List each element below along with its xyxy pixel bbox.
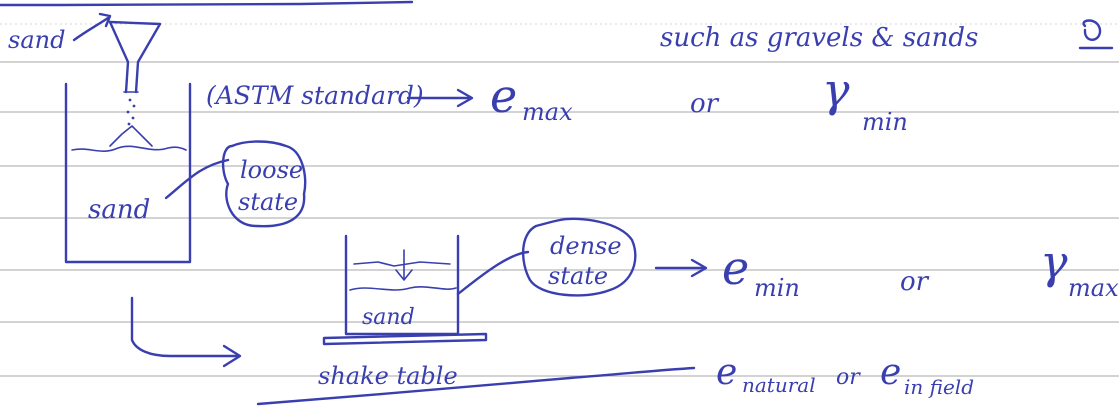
e-max-subscript: max	[522, 98, 573, 126]
e-infield-subscript: in field	[904, 375, 974, 399]
emin-arrow-head	[690, 258, 708, 278]
e-infield-symbol: e	[880, 352, 901, 393]
loose-jar-label: sand	[88, 195, 150, 225]
funnel-label: sand	[8, 26, 65, 54]
sand-heap	[109, 125, 153, 147]
shake-table-label: shake table	[318, 362, 458, 390]
gamma-min-symbol: γ	[822, 63, 850, 117]
dense-jar-label: sand	[362, 305, 415, 330]
dense-jar-top	[353, 261, 451, 267]
top-text: such as gravels & sands	[660, 23, 978, 53]
l-arrow-head	[222, 344, 242, 368]
cutoff-letter	[1082, 19, 1102, 41]
or-3: or	[836, 365, 861, 390]
gamma-max-symbol: γ	[1040, 235, 1068, 289]
or-2: or	[900, 267, 930, 297]
dense-leader	[456, 250, 530, 296]
ruled-lines	[0, 23, 1119, 377]
loose-jar	[64, 82, 192, 264]
compaction-arrow-head	[395, 269, 413, 281]
e-min-subscript: min	[754, 274, 800, 302]
e-min-symbol: e	[722, 241, 749, 295]
or-1: or	[690, 89, 720, 119]
e-natural-symbol: e	[716, 352, 737, 393]
e-max-symbol: e	[490, 69, 517, 123]
sand-surface	[71, 145, 187, 152]
dense-state-line1: dense	[550, 232, 622, 260]
l-arrow-shaft	[130, 296, 240, 358]
dense-sand-surface	[349, 286, 457, 291]
gamma-min-subscript: min	[862, 108, 908, 136]
dense-state-bubble	[521, 217, 637, 297]
loose-state-line2: state	[238, 188, 298, 216]
funnel-left	[108, 20, 130, 94]
falling-sand	[126, 98, 136, 126]
loose-state-bubble	[221, 140, 307, 228]
dense-state-line2: state	[548, 262, 608, 290]
shake-table-top	[322, 332, 488, 346]
funnel-arrow-head	[98, 12, 112, 28]
bottom-sweep-line	[256, 366, 696, 406]
dense-jar	[344, 234, 460, 336]
funnel-right	[108, 20, 162, 94]
gamma-max-subscript: max	[1068, 274, 1119, 302]
loose-leader	[164, 158, 230, 200]
astm-arrow-head	[456, 88, 474, 108]
astm-label: (ASTM standard)	[206, 81, 424, 110]
top-underline	[0, 0, 414, 7]
e-natural-subscript: natural	[742, 373, 816, 397]
loose-state-line1: loose	[240, 156, 303, 184]
funnel-arrow-shaft	[72, 16, 110, 42]
